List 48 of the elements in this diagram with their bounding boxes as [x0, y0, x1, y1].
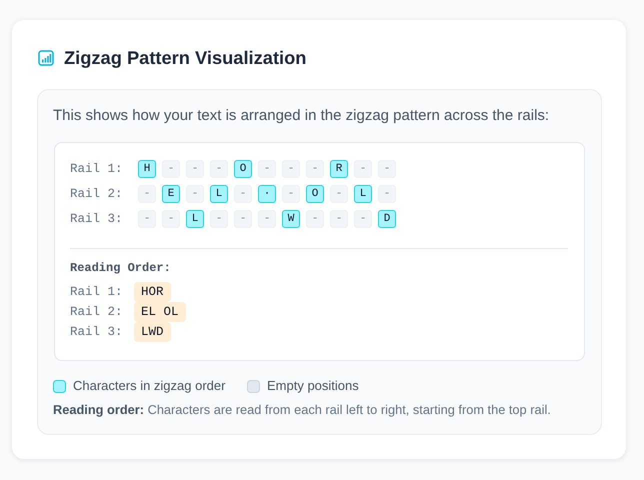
empty-cell: - — [138, 210, 156, 228]
empty-cell: - — [306, 160, 324, 178]
legend-label: Empty positions — [267, 377, 359, 395]
rail-label: Rail 1: — [70, 161, 123, 178]
empty-cell: - — [282, 160, 300, 178]
rail-label: Rail 3: — [70, 211, 123, 228]
character-cell: D — [378, 210, 396, 228]
rail-text-chip: HOR — [134, 282, 171, 302]
empty-cell: - — [234, 210, 252, 228]
empty-cell: - — [234, 185, 252, 203]
empty-cell: - — [258, 210, 276, 228]
character-cell: · — [258, 185, 276, 203]
empty-cell: - — [210, 210, 228, 228]
character-cell: L — [186, 210, 204, 228]
empty-cell: - — [378, 185, 396, 203]
rail-label: Rail 2: — [70, 186, 123, 203]
rail-label: Rail 2: — [70, 304, 123, 321]
empty-cell: - — [258, 160, 276, 178]
character-cell: O — [306, 185, 324, 203]
empty-cell: - — [210, 160, 228, 178]
rail-text-chip: EL OL — [134, 302, 186, 322]
description-text: This shows how your text is arranged in the zigzag pattern across the rails: — [53, 107, 550, 125]
character-cell: L — [354, 185, 372, 203]
empty-cell: - — [186, 160, 204, 178]
empty-cell: - — [354, 160, 372, 178]
empty-cell: - — [354, 210, 372, 228]
section-heading: Reading Order: — [70, 260, 171, 277]
empty-cell: - — [162, 210, 180, 228]
empty-cell: - — [378, 160, 396, 178]
empty-cell: - — [330, 185, 348, 203]
legend-label: Characters in zigzag order — [73, 377, 226, 395]
empty-cell: - — [282, 185, 300, 203]
rail-label: Rail 3: — [70, 324, 123, 341]
character-cell: R — [330, 160, 348, 178]
character-cell: O — [234, 160, 252, 178]
empty-cell: - — [138, 185, 156, 203]
rail-text-chip: LWD — [134, 322, 171, 342]
empty-cell: - — [162, 160, 180, 178]
character-cell: H — [138, 160, 156, 178]
empty-cell: - — [186, 185, 204, 203]
character-cell: E — [162, 185, 180, 203]
card-title: Zigzag Pattern Visualization — [64, 47, 306, 69]
character-cell: W — [282, 210, 300, 228]
empty-cell: - — [306, 210, 324, 228]
character-cell: L — [210, 185, 228, 203]
rail-label: Rail 1: — [70, 284, 123, 301]
footnote: Reading order: Characters are read from each rail left to right, starting from the top rail. — [53, 401, 551, 419]
empty-cell: - — [330, 210, 348, 228]
